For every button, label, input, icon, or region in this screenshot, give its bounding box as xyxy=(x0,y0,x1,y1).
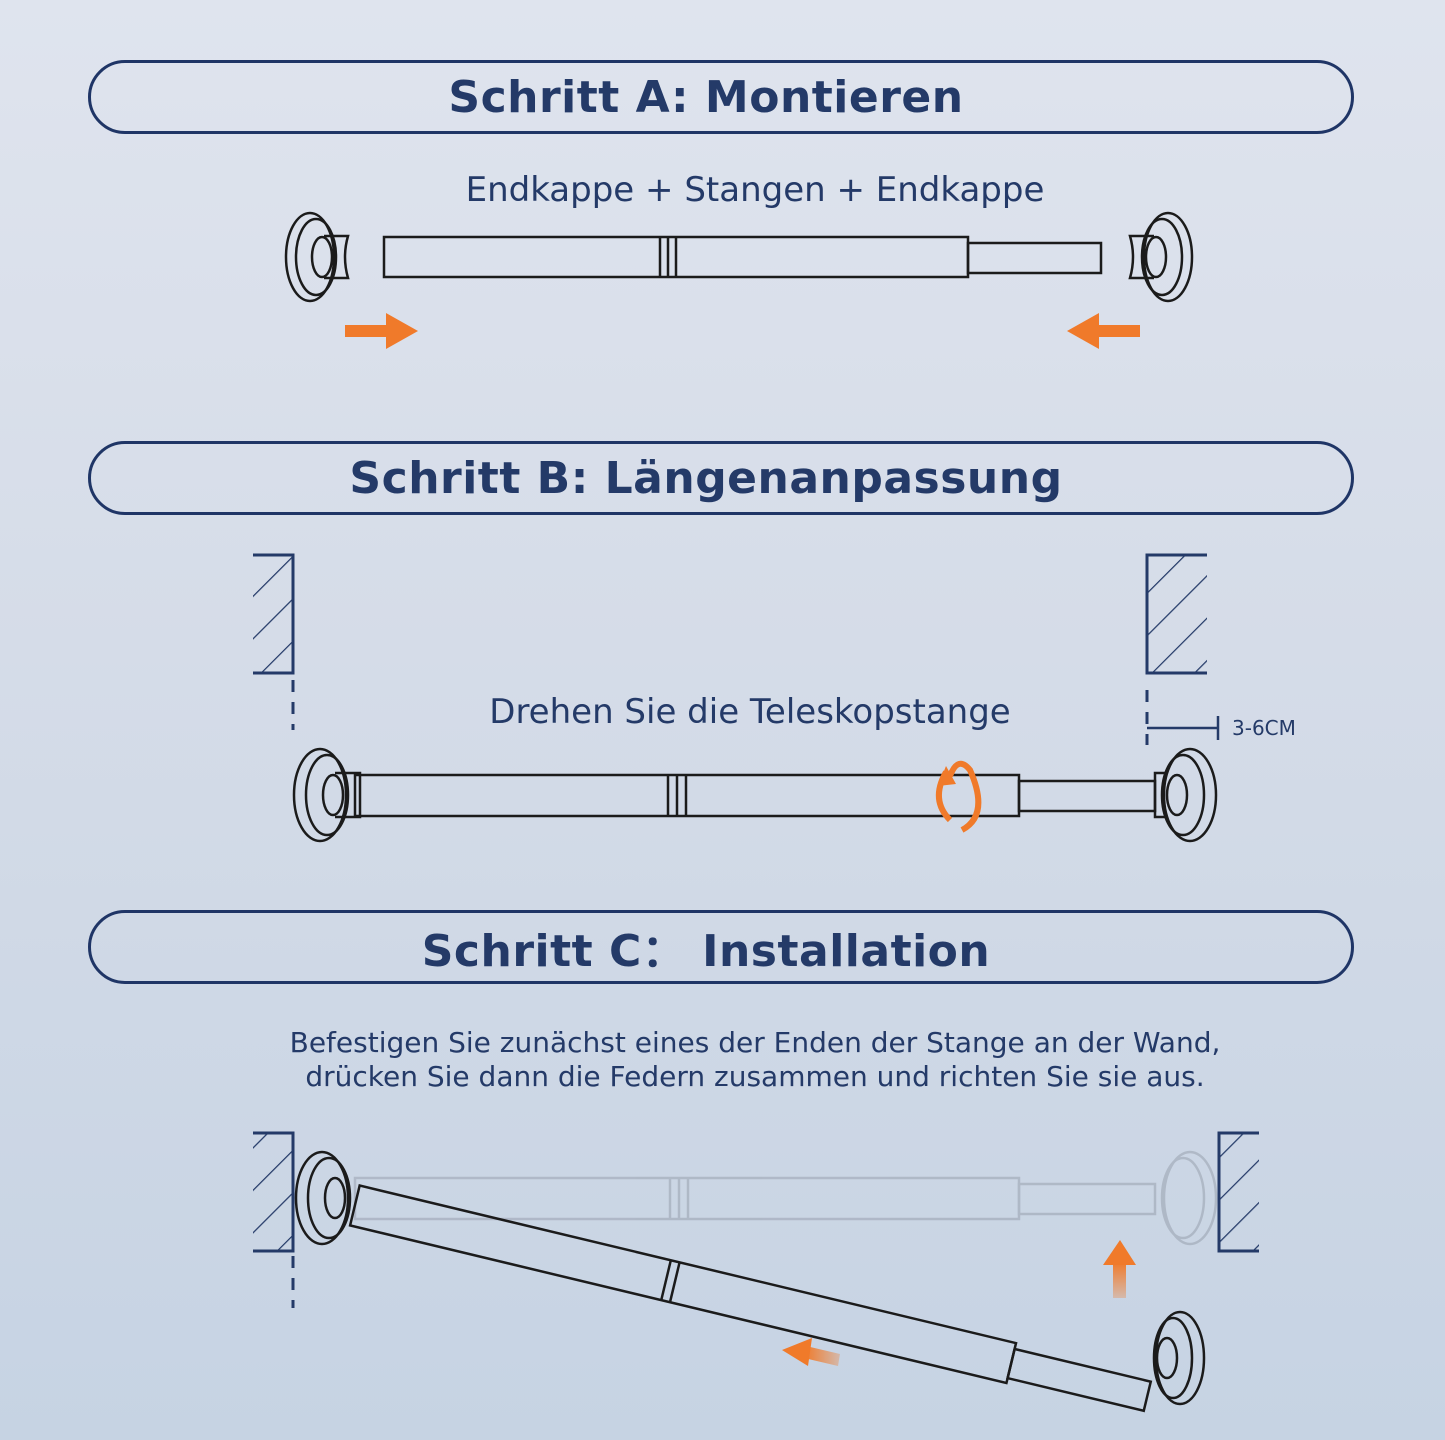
gap-dimension-label: 3-6CM xyxy=(1232,716,1296,740)
step-b-title: Schritt B: Längenanpassung xyxy=(349,452,1063,504)
right-wall-c-icon xyxy=(1217,1131,1259,1253)
right-wall-icon xyxy=(1145,553,1207,745)
left-wall-icon xyxy=(253,553,295,730)
arrow-left-c-icon xyxy=(782,1338,840,1366)
step-b-caption: Drehen Sie die Teleskopstange xyxy=(489,692,1011,732)
rotate-icon xyxy=(936,760,982,833)
step-c-header: Schritt C： Installation xyxy=(88,910,1354,984)
arrow-right-icon xyxy=(345,313,418,349)
step-a-header: Schritt A: Montieren xyxy=(88,60,1354,134)
rod-icon xyxy=(382,235,1103,279)
target-rod-ghost-icon xyxy=(353,1150,1218,1246)
step-c-title: Schritt C： Installation xyxy=(421,926,991,977)
left-wall-c-icon xyxy=(253,1131,295,1308)
arrow-left-icon xyxy=(1067,313,1140,349)
right-endcap-icon xyxy=(1128,211,1194,303)
step-a-caption: Endkappe + Stangen + Endkappe xyxy=(465,170,1045,210)
arrow-up-icon xyxy=(1103,1240,1136,1298)
step-c-caption-line-2: drücken Sie dann die Federn zusammen und… xyxy=(305,1060,1205,1093)
assembled-rod-icon xyxy=(292,747,1218,843)
step-b-header: Schritt B: Längenanpassung xyxy=(88,441,1354,515)
left-endcap-icon xyxy=(284,211,350,303)
step-c-caption: Befestigen Sie zunächst eines der Enden … xyxy=(180,1026,1330,1094)
step-a-title: Schritt A: Montieren xyxy=(448,71,964,123)
tilted-rod-icon xyxy=(294,1150,1206,1413)
gap-dimension-icon xyxy=(1147,716,1220,740)
step-c-caption-line-1: Befestigen Sie zunächst eines der Enden … xyxy=(289,1026,1221,1059)
